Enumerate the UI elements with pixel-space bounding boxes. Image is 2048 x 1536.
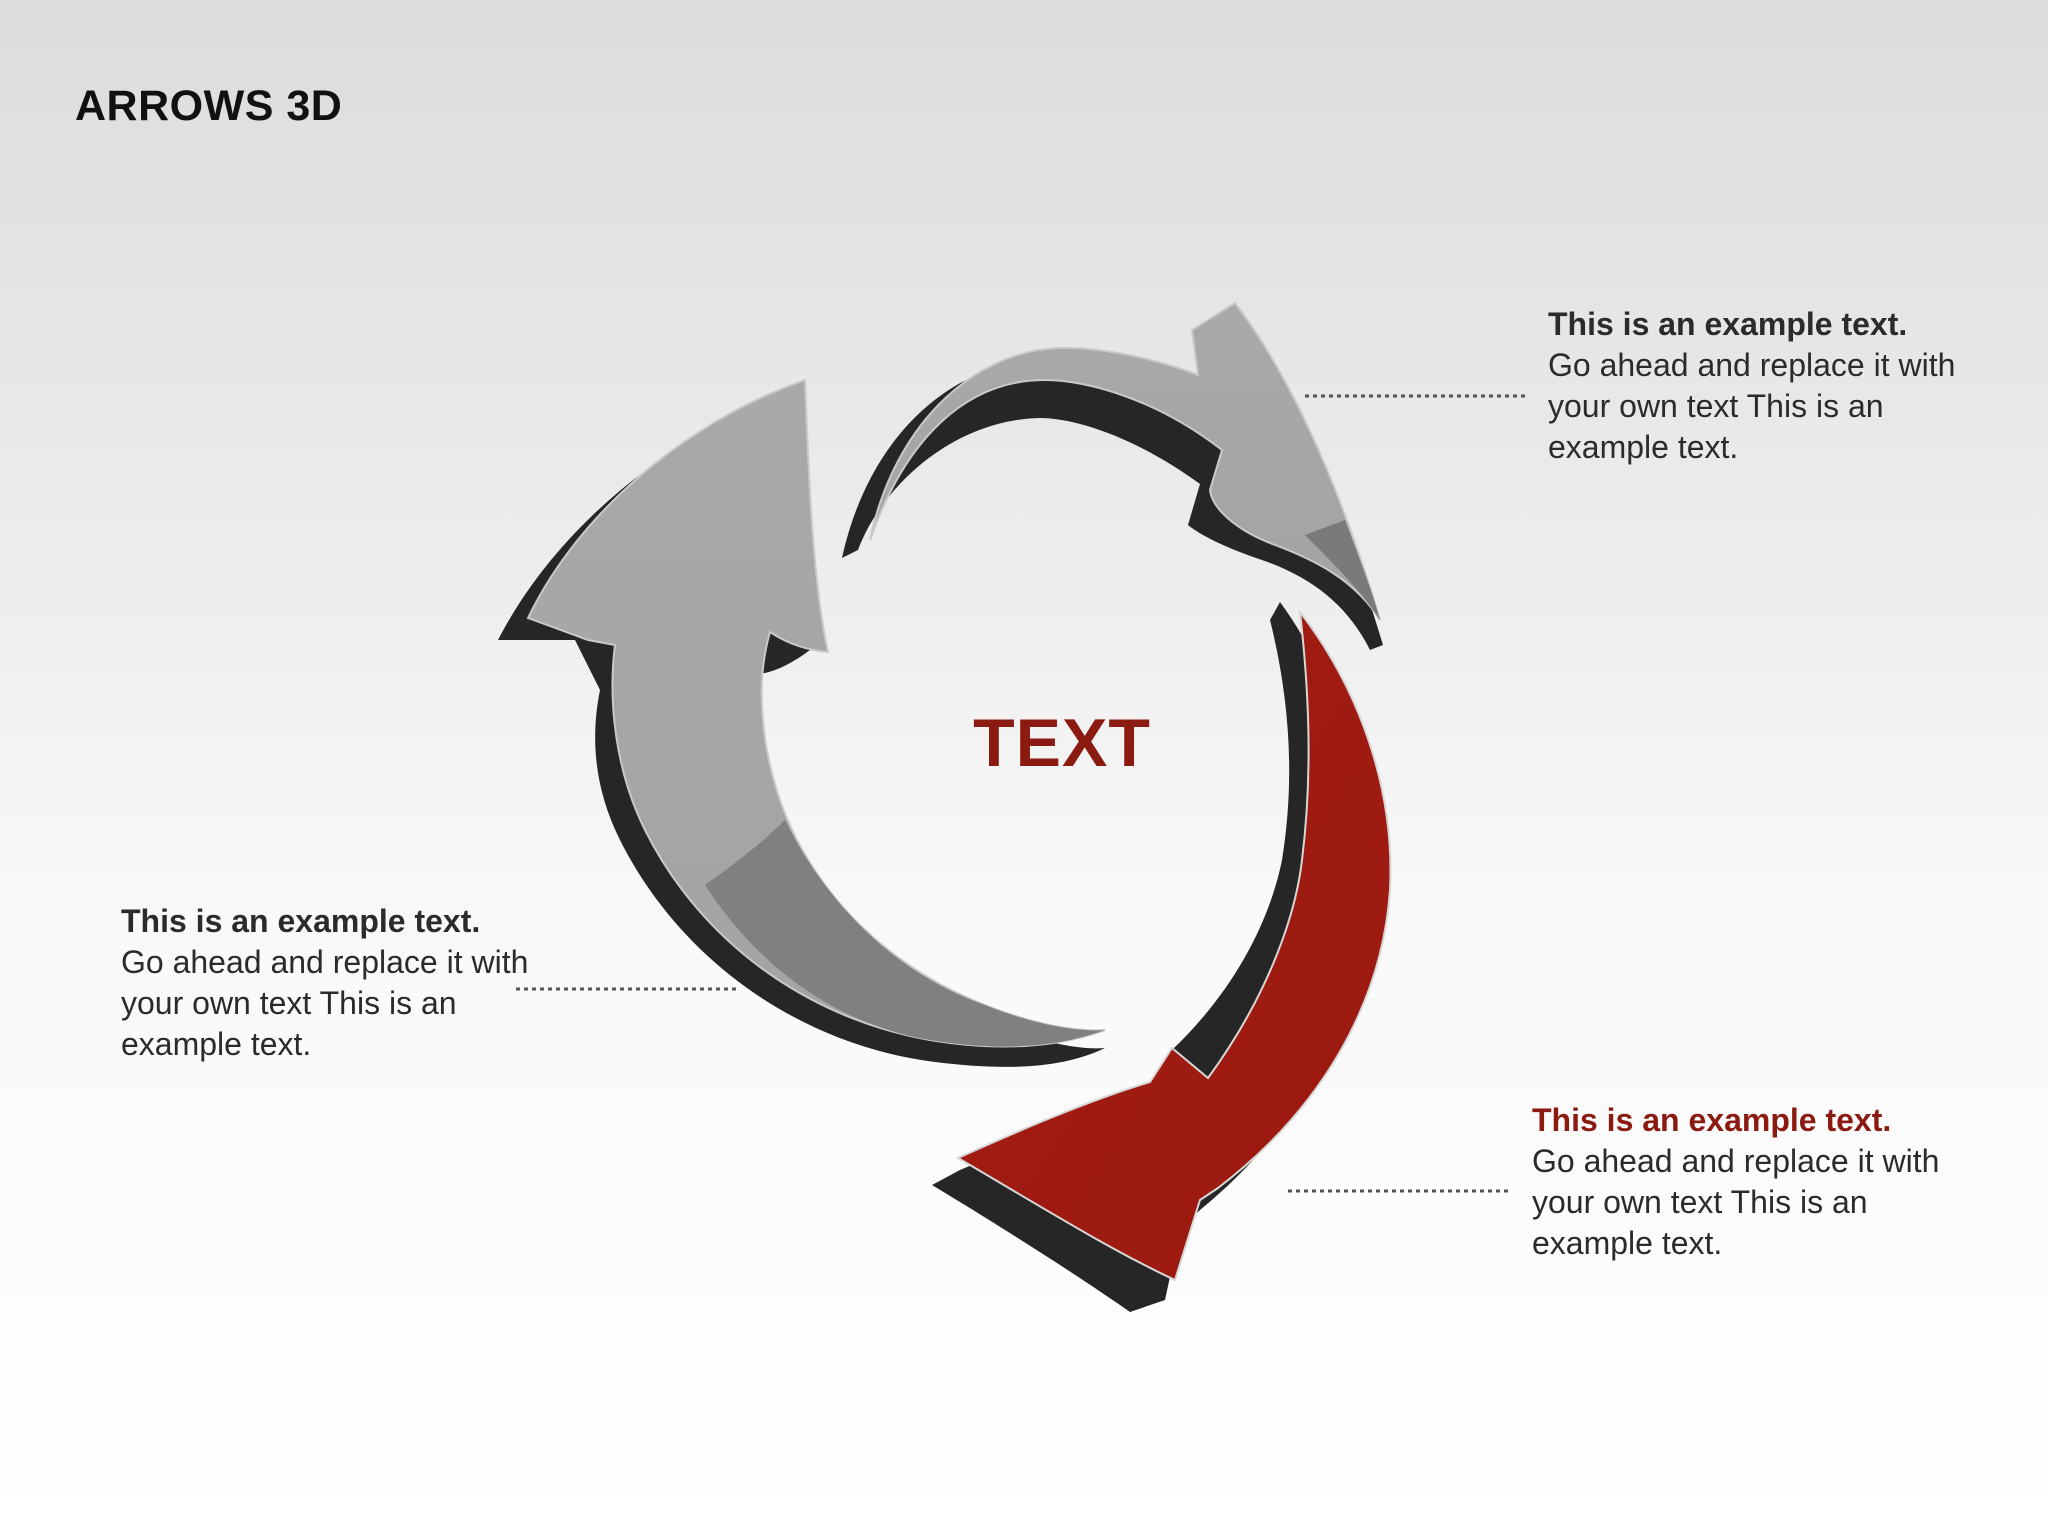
arrow-red-face — [955, 608, 1392, 1282]
arrow-left — [498, 378, 1106, 1067]
center-label: TEXT — [973, 705, 1151, 781]
callout-top-right: This is an example text. Go ahead and re… — [1548, 304, 1968, 468]
callout-body: Go ahead and replace it with your own te… — [121, 944, 529, 1062]
callout-bottom-right: This is an example text. Go ahead and re… — [1532, 1100, 1952, 1264]
callout-left: This is an example text. Go ahead and re… — [121, 901, 541, 1065]
arrow-top-right — [842, 301, 1383, 650]
callout-heading: This is an example text. — [1548, 306, 1908, 342]
arrow-red — [932, 602, 1392, 1312]
arrow-top-right-face — [869, 301, 1381, 621]
callout-body: Go ahead and replace it with your own te… — [1548, 347, 1956, 465]
slide-title: ARROWS 3D — [75, 82, 343, 130]
callout-heading: This is an example text. — [1532, 1102, 1892, 1138]
arrow-left-face — [526, 378, 1106, 1048]
arrow-left-bottom-shade — [705, 820, 1105, 1047]
callout-heading: This is an example text. — [121, 903, 481, 939]
callout-body: Go ahead and replace it with your own te… — [1532, 1143, 1940, 1261]
arrow-top-right-tip-shade — [1305, 520, 1380, 620]
